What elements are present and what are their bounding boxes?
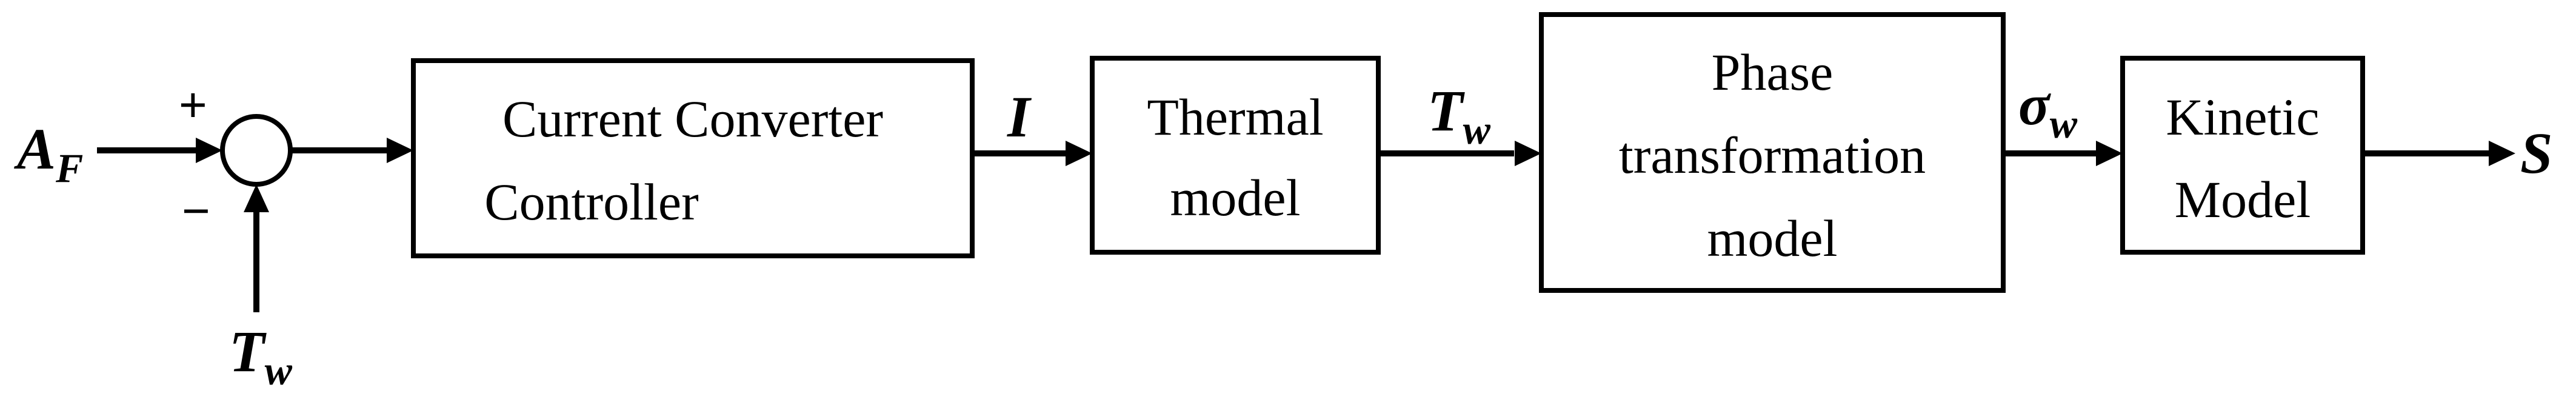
stress-signal-label: σw (2018, 72, 2078, 147)
controller-label-line-2: Controller (484, 173, 699, 231)
controller-to-thermal-head (1066, 141, 1092, 166)
input-arrow-head (196, 138, 222, 163)
phase-transformation-model-block (1539, 12, 2006, 293)
thermal-label-line-2: model (1170, 169, 1301, 227)
thermal-label-line-1: Thermal (1147, 88, 1323, 146)
current-converter-controller-block (411, 58, 975, 258)
thermal-to-phase-head (1515, 141, 1541, 166)
plus-sign: + (179, 78, 207, 132)
phase-label-line-1: Phase (1712, 43, 1834, 101)
input-signal-label: AF (14, 116, 83, 191)
temperature-signal-label: Tw (1427, 78, 1491, 153)
controller-label-line-1: Current Converter (502, 90, 883, 148)
feedback-signal-label: Tw (229, 319, 293, 394)
feedback-arrow-head (244, 184, 269, 212)
junction-to-controller-head (387, 138, 413, 163)
current-signal-label: I (1007, 84, 1032, 149)
output-arrow-head (2489, 141, 2515, 166)
summing-junction (220, 114, 293, 187)
phase-to-kinetic-head (2096, 141, 2123, 166)
kinetic-label-line-1: Kinetic (2166, 88, 2319, 146)
kinetic-model-block (2120, 56, 2365, 255)
phase-label-line-3: model (1707, 209, 1838, 267)
thermal-model-block (1090, 56, 1381, 255)
phase-label-line-2: transformation (1619, 126, 1926, 184)
output-signal-label: S (2520, 121, 2552, 186)
kinetic-label-line-2: Model (2175, 170, 2311, 229)
minus-sign: − (182, 184, 210, 238)
